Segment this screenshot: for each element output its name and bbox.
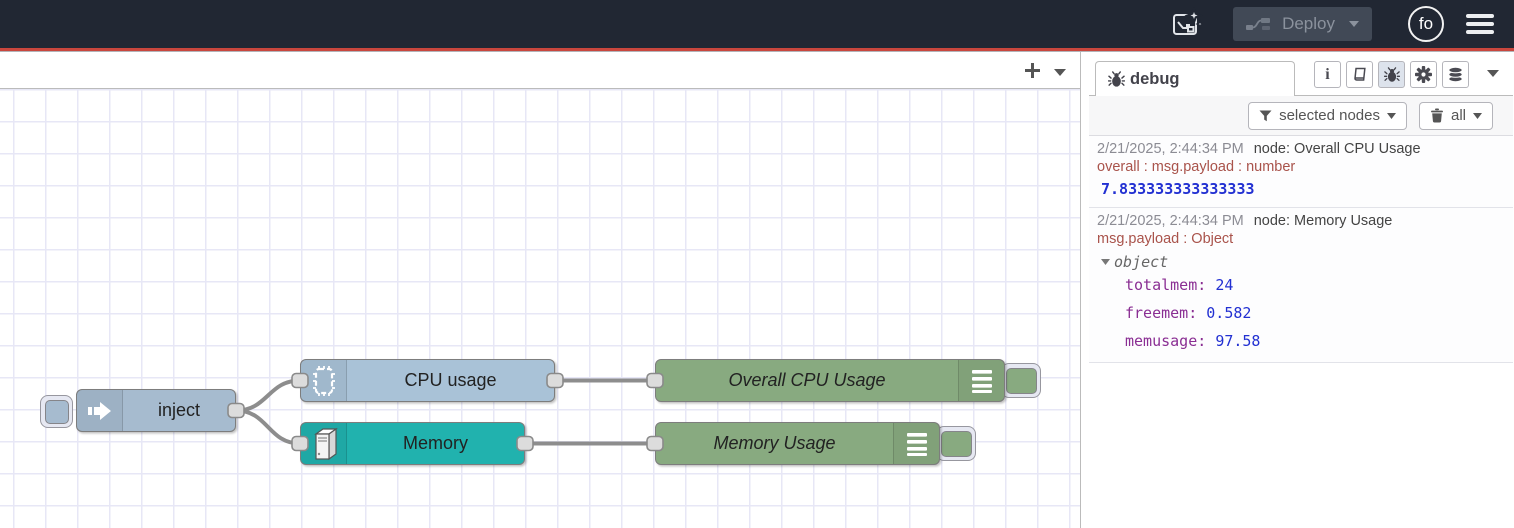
message-property: overall : msg.payload : number xyxy=(1097,159,1296,175)
gear-icon xyxy=(1415,66,1432,83)
workspace-area: inject CPU usage xyxy=(0,52,1081,528)
debug-toggle-inner xyxy=(940,430,972,457)
flow-canvas[interactable]: inject CPU usage xyxy=(0,89,1080,528)
debug-toolbar: selected nodes all xyxy=(1089,96,1513,136)
field-value: 24 xyxy=(1215,276,1234,294)
object-field: memusage: 97.58 xyxy=(1097,327,1505,355)
deploy-button[interactable]: Deploy xyxy=(1233,7,1372,41)
message-timestamp: 2/21/2025, 2:44:34 PM xyxy=(1097,213,1244,229)
filter-funnel-icon xyxy=(1259,110,1272,121)
debug-filter-button[interactable]: selected nodes xyxy=(1248,101,1407,130)
app-header: Deploy fo xyxy=(0,0,1514,48)
bug-icon xyxy=(1108,70,1125,87)
sidebar-splitter[interactable] xyxy=(1081,52,1089,528)
flow-tab-bar xyxy=(0,52,1080,89)
object-field: freemem: 0.582 xyxy=(1097,299,1505,327)
debug-toggle-memory-usage[interactable] xyxy=(936,426,976,461)
sidebar-tab-bar: debug i xyxy=(1089,52,1513,96)
sidebar-config-button[interactable] xyxy=(1410,61,1437,88)
object-field: totalmem: 24 xyxy=(1097,271,1505,299)
debug-clear-label: all xyxy=(1450,107,1466,124)
sidebar-debug-button[interactable] xyxy=(1378,61,1405,88)
node-inject[interactable]: inject xyxy=(76,389,236,432)
message-timestamp: 2/21/2025, 2:44:34 PM xyxy=(1097,141,1244,157)
wire-inject-to-cpu[interactable] xyxy=(234,378,302,413)
node-label: Overall CPU Usage xyxy=(728,370,886,390)
collapse-caret-icon xyxy=(1101,259,1110,265)
sidebar-info-button[interactable]: i xyxy=(1314,61,1341,88)
node-label: Memory xyxy=(402,433,468,453)
debug-list-icon xyxy=(958,360,1004,401)
node-cpu-usage[interactable]: CPU usage xyxy=(300,359,555,402)
debug-message[interactable]: 2/21/2025, 2:44:34 PM node: Overall CPU U… xyxy=(1089,136,1513,208)
add-flow-icon[interactable] xyxy=(1025,63,1040,78)
field-key: memusage: xyxy=(1125,332,1216,350)
node-memory[interactable]: Memory xyxy=(300,422,525,465)
divider xyxy=(0,51,1514,52)
field-key: freemem: xyxy=(1125,304,1207,322)
bug-icon xyxy=(1383,66,1400,82)
node-label: Memory Usage xyxy=(713,433,836,453)
database-icon xyxy=(1448,66,1463,83)
computer-tower-icon xyxy=(301,423,347,464)
field-key: totalmem: xyxy=(1125,276,1216,294)
debug-filter-label: selected nodes xyxy=(1279,107,1380,124)
object-expander[interactable]: object xyxy=(1101,253,1505,271)
avatar-initials: fo xyxy=(1418,14,1434,33)
inject-trigger-button[interactable] xyxy=(40,395,73,428)
chevron-down-icon xyxy=(1473,112,1482,119)
deploy-dropdown-caret-icon[interactable] xyxy=(1349,21,1359,27)
tab-debug[interactable]: debug xyxy=(1095,61,1295,96)
field-value: 97.58 xyxy=(1215,332,1261,350)
debug-list-icon xyxy=(893,423,939,464)
main-menu-icon[interactable] xyxy=(1466,14,1494,34)
node-memory-usage[interactable]: Memory Usage xyxy=(655,422,940,465)
sidebar-context-button[interactable] xyxy=(1442,61,1469,88)
debug-sidebar: debug i xyxy=(1089,52,1513,528)
cpu-chip-icon xyxy=(301,360,347,401)
debug-clear-button[interactable]: all xyxy=(1418,101,1493,130)
node-label: inject xyxy=(157,400,201,420)
debug-toggle-inner xyxy=(1005,367,1037,394)
info-icon: i xyxy=(1325,65,1330,83)
sidebar-help-button[interactable] xyxy=(1346,61,1373,88)
node-label: CPU usage xyxy=(404,370,497,390)
chevron-down-icon xyxy=(1386,112,1396,119)
trash-icon xyxy=(1430,108,1443,123)
message-value[interactable]: 7.833333333333333 xyxy=(1101,180,1255,198)
message-source-node[interactable]: node: Memory Usage xyxy=(1253,213,1393,229)
user-avatar[interactable]: fo xyxy=(1408,6,1444,42)
sidebar-options-caret-icon[interactable] xyxy=(1487,70,1499,77)
debug-message-list[interactable]: 2/21/2025, 2:44:34 PM node: Overall CPU U… xyxy=(1089,136,1513,528)
accent-divider xyxy=(0,48,1514,51)
debug-toggle-overall-cpu[interactable] xyxy=(1001,363,1041,398)
message-source-node[interactable]: node: Overall CPU Usage xyxy=(1253,141,1421,157)
inject-arrow-icon xyxy=(77,390,123,431)
node-overall-cpu-usage[interactable]: Overall CPU Usage xyxy=(655,359,1005,402)
deploy-button-label: Deploy xyxy=(1282,14,1335,33)
book-icon xyxy=(1353,67,1366,81)
wire-inject-to-memory[interactable] xyxy=(234,408,302,446)
flow-list-caret-icon[interactable] xyxy=(1054,69,1066,76)
deploy-flow-icon xyxy=(1246,18,1271,30)
field-value: 0.582 xyxy=(1206,304,1252,322)
message-property: msg.payload : Object xyxy=(1097,231,1234,247)
object-type-label: object xyxy=(1114,253,1169,271)
flow-assistant-icon[interactable] xyxy=(1169,7,1204,41)
inject-trigger-button-inner xyxy=(44,399,69,424)
tab-debug-label: debug xyxy=(1130,69,1180,88)
